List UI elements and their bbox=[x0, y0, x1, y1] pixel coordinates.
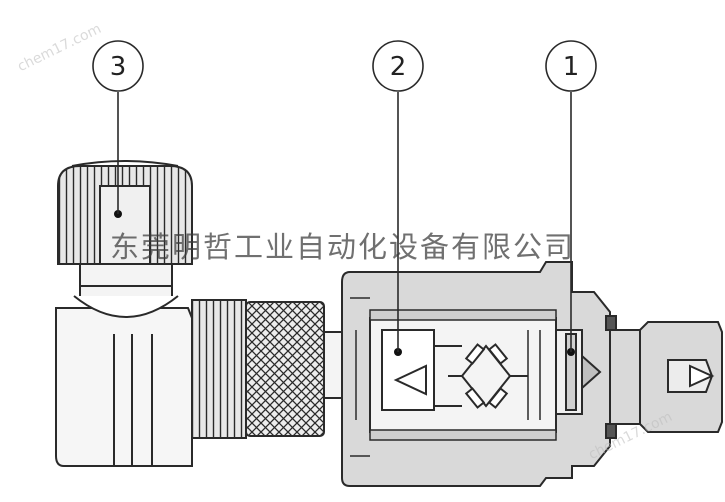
sensing-diaphragm bbox=[555, 329, 602, 415]
svg-text:2: 2 bbox=[390, 52, 407, 82]
electronics-module bbox=[381, 329, 541, 420]
svg-text:1: 1 bbox=[563, 52, 580, 82]
plug-elbow bbox=[55, 307, 193, 467]
callout-1: 1 bbox=[545, 40, 597, 352]
plug-neck bbox=[79, 263, 173, 299]
wheatstone-bridge-icon bbox=[448, 343, 528, 409]
amplifier-triangle-icon bbox=[393, 364, 427, 396]
right-angle-plug bbox=[55, 160, 193, 467]
callout-3: 3 bbox=[92, 40, 144, 214]
knurled-coupling-nut bbox=[245, 301, 325, 437]
callout-2: 2 bbox=[372, 40, 424, 352]
coupling-ring bbox=[191, 299, 247, 439]
watermark-company-name: 东莞明哲工业自动化设备有限公司 bbox=[110, 230, 576, 264]
process-connection bbox=[605, 315, 723, 439]
svg-text:3: 3 bbox=[110, 52, 127, 82]
